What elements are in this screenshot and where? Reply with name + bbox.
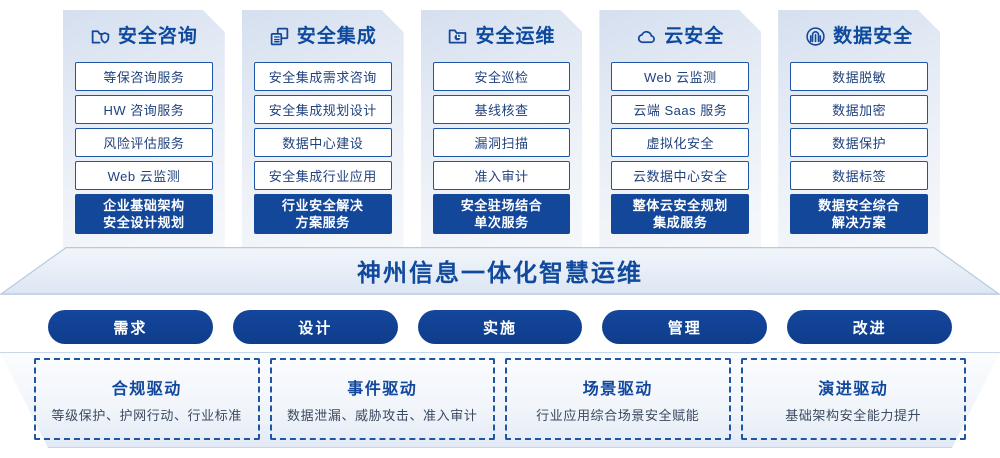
- service-column-security-consulting[interactable]: 安全咨询 等保咨询服务 HW 咨询服务 风险评估服务 Web 云监测 企业基础架…: [63, 10, 225, 260]
- column-header: 数据安全: [790, 10, 928, 62]
- service-column-security-operations[interactable]: 安全运维 安全巡检 基线核查 漏洞扫描 准入审计 安全驻场结合 单次服务: [421, 10, 583, 260]
- highlight-line: 安全设计规划: [103, 215, 185, 230]
- drivers-list: 合规驱动 等级保护、护网行动、行业标准 事件驱动 数据泄漏、威胁攻击、准入审计 …: [34, 358, 966, 440]
- driver-description: 等级保护、护网行动、行业标准: [51, 407, 242, 423]
- service-highlight[interactable]: 行业安全解决 方案服务: [254, 194, 392, 234]
- service-column-data-security[interactable]: 数据安全 数据脱敏 数据加密 数据保护 数据标签 数据安全综合 解决方案: [778, 10, 940, 260]
- service-item[interactable]: 安全集成需求咨询: [254, 62, 392, 91]
- service-item[interactable]: 数据标签: [790, 161, 928, 190]
- service-item[interactable]: 安全集成规划设计: [254, 95, 392, 124]
- driver-card-scenario[interactable]: 场景驱动 行业应用综合场景安全赋能: [505, 358, 731, 440]
- column-header: 云安全: [611, 10, 749, 62]
- highlight-line: 整体云安全规划: [632, 197, 728, 213]
- highlight-line: 方案服务: [295, 215, 350, 230]
- service-item[interactable]: Web 云监测: [611, 62, 749, 91]
- platform-banner-title: 神州信息一体化智慧运维: [357, 259, 643, 287]
- column-title: 云安全: [664, 25, 725, 47]
- service-item[interactable]: 等保咨询服务: [75, 62, 213, 91]
- service-item[interactable]: 安全巡检: [433, 62, 571, 91]
- service-highlight[interactable]: 安全驻场结合 单次服务: [433, 194, 571, 234]
- driver-description: 基础架构安全能力提升: [785, 407, 922, 423]
- service-highlight[interactable]: 企业基础架构 安全设计规划: [75, 194, 213, 234]
- stacked-documents-icon: [269, 26, 290, 47]
- service-columns: 安全咨询 等保咨询服务 HW 咨询服务 风险评估服务 Web 云监测 企业基础架…: [63, 10, 940, 260]
- column-title: 安全运维: [475, 25, 556, 47]
- service-item[interactable]: Web 云监测: [75, 161, 213, 190]
- driver-card-compliance[interactable]: 合规驱动 等级保护、护网行动、行业标准: [34, 358, 260, 440]
- service-item[interactable]: 数据加密: [790, 95, 928, 124]
- folder-shield-icon: [90, 26, 111, 47]
- service-item[interactable]: 准入审计: [433, 161, 571, 190]
- service-item[interactable]: 数据保护: [790, 128, 928, 157]
- cloud-icon: [636, 26, 657, 47]
- service-item[interactable]: 云端 Saas 服务: [611, 95, 749, 124]
- driver-card-incident[interactable]: 事件驱动 数据泄漏、威胁攻击、准入审计: [269, 358, 495, 440]
- column-title: 安全咨询: [117, 25, 198, 47]
- service-item[interactable]: 数据脱敏: [790, 62, 928, 91]
- service-item[interactable]: 风险评估服务: [75, 128, 213, 157]
- driver-title: 演进驱动: [818, 380, 889, 398]
- service-highlight[interactable]: 整体云安全规划 集成服务: [611, 194, 749, 234]
- service-highlight[interactable]: 数据安全综合 解决方案: [790, 194, 928, 234]
- service-item[interactable]: 云数据中心安全: [611, 161, 749, 190]
- service-item[interactable]: HW 咨询服务: [75, 95, 213, 124]
- service-item[interactable]: 漏洞扫描: [433, 128, 571, 157]
- lifecycle-pills: 需求 设计 实施 管理 改进: [48, 310, 952, 344]
- folder-chart-icon: [447, 26, 468, 47]
- column-title: 安全集成: [296, 25, 377, 47]
- column-header: 安全咨询: [75, 10, 213, 62]
- column-header: 安全集成: [254, 10, 392, 62]
- service-column-security-integration[interactable]: 安全集成 安全集成需求咨询 安全集成规划设计 数据中心建设 安全集成行业应用 行…: [242, 10, 404, 260]
- highlight-line: 解决方案: [831, 215, 887, 230]
- driver-card-evolution[interactable]: 演进驱动 基础架构安全能力提升: [740, 358, 966, 440]
- lifecycle-pill-manage[interactable]: 管理: [602, 310, 768, 344]
- highlight-line: 集成服务: [653, 215, 708, 230]
- lifecycle-pill-improve[interactable]: 改进: [787, 310, 952, 344]
- highlight-line: 行业安全解决: [281, 197, 364, 213]
- lifecycle-pill-design[interactable]: 设计: [232, 310, 398, 344]
- service-column-cloud-security[interactable]: 云安全 Web 云监测 云端 Saas 服务 虚拟化安全 云数据中心安全 整体云…: [599, 10, 761, 260]
- service-item[interactable]: 基线核查: [433, 95, 571, 124]
- lifecycle-pill-implement[interactable]: 实施: [417, 310, 583, 344]
- driver-title: 合规驱动: [111, 380, 182, 398]
- highlight-line: 单次服务: [474, 215, 529, 230]
- highlight-line: 安全驻场结合: [460, 197, 543, 213]
- highlight-line: 企业基础架构: [103, 197, 185, 213]
- service-item[interactable]: 安全集成行业应用: [254, 161, 392, 190]
- lifecycle-pill-demand[interactable]: 需求: [48, 310, 213, 344]
- driver-title: 事件驱动: [347, 380, 418, 398]
- driver-description: 行业应用综合场景安全赋能: [536, 407, 700, 423]
- service-item[interactable]: 虚拟化安全: [611, 128, 749, 157]
- column-title: 数据安全: [833, 25, 914, 47]
- highlight-line: 数据安全综合: [818, 197, 900, 213]
- driver-description: 数据泄漏、威胁攻击、准入审计: [287, 407, 478, 423]
- column-header: 安全运维: [433, 10, 571, 62]
- driver-title: 场景驱动: [582, 380, 653, 398]
- service-item[interactable]: 数据中心建设: [254, 128, 392, 157]
- fingerprint-icon: [805, 26, 826, 47]
- platform-banner: 神州信息一体化智慧运维: [0, 247, 1000, 295]
